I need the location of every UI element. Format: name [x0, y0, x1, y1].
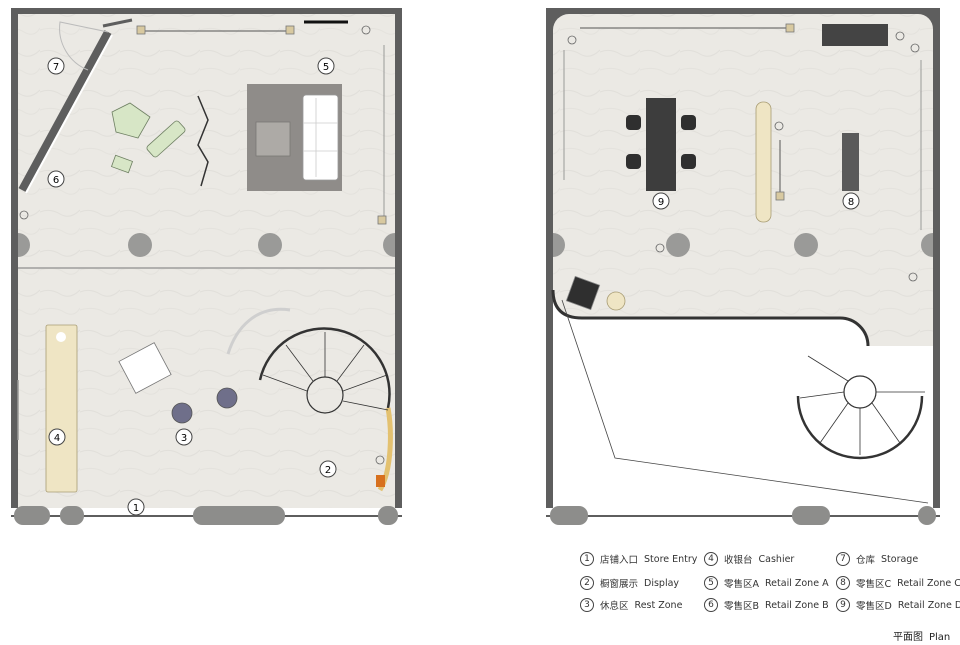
legend-label-zh: 仓库 [856, 555, 876, 566]
svg-text:2: 2 [325, 465, 331, 476]
stool [110, 154, 134, 174]
svg-text:4: 4 [54, 433, 60, 444]
legend-item-retail-zone-c: 8 零售区C Retail Zone C [836, 576, 960, 590]
legend-number: 5 [704, 576, 718, 590]
legend-number: 3 [580, 598, 594, 612]
svg-text:7: 7 [53, 62, 59, 73]
cashier-counter [45, 324, 78, 493]
legend-number: 9 [836, 598, 850, 612]
legend-label-en: Display [644, 577, 680, 589]
plan-caption-en: Plan [929, 632, 951, 643]
round-pouf [606, 291, 626, 311]
facade-pillar [792, 506, 830, 525]
wall-column [383, 233, 395, 257]
zone-markers: 1 2 3 4 5 6 7 8 9 [47, 57, 860, 516]
round-column [128, 233, 152, 257]
round-column [666, 233, 690, 257]
coffee-table [255, 121, 291, 157]
facade-pillar [918, 506, 936, 525]
marker-2: 2 [319, 460, 337, 478]
lounge-chair [111, 102, 151, 139]
marker-9: 9 [652, 192, 670, 210]
legend-item-retail-zone-b: 6 零售区B Retail Zone B [704, 598, 829, 612]
facade-pillar [14, 506, 50, 525]
legend-item-display: 2 橱窗展示 Display [580, 576, 679, 590]
legend-label-en: Retail Zone A [765, 577, 829, 589]
storage-cabinet [822, 24, 888, 46]
svg-text:8: 8 [848, 197, 854, 208]
sofa [302, 94, 339, 181]
void-outline [561, 299, 929, 504]
legend-label-zh: 零售区B [724, 601, 760, 612]
plan-legend: 1 店铺入口 Store Entry 2 橱窗展示 Display 3 休息区 … [580, 552, 960, 618]
display-plinth [842, 133, 859, 191]
chair-set [626, 115, 696, 169]
legend-number: 4 [704, 552, 718, 566]
legend-label-zh: 零售区C [856, 579, 892, 590]
round-pouf [171, 402, 193, 424]
legend-item-cashier: 4 收银台 Cashier [704, 552, 794, 566]
legend-label-en: Storage [881, 553, 919, 565]
legend-number: 8 [836, 576, 850, 590]
upper-floor-plan [546, 8, 940, 525]
svg-text:9: 9 [658, 197, 664, 208]
svg-text:5: 5 [323, 62, 329, 73]
legend-label-en: Retail Zone D [897, 599, 960, 611]
side-table [118, 342, 172, 394]
svg-text:3: 3 [181, 433, 187, 444]
legend-label-zh: 零售区D [856, 601, 892, 612]
marker-1: 1 [127, 498, 145, 516]
plan-caption-zh: 平面图 [893, 632, 923, 643]
marker-3: 3 [175, 428, 193, 446]
armchair [565, 275, 601, 311]
display-table [646, 98, 676, 191]
round-column [794, 233, 818, 257]
marker-7: 7 [47, 57, 65, 75]
legend-item-retail-zone-a: 5 零售区A Retail Zone A [704, 576, 829, 590]
display-counter [755, 101, 772, 223]
legend-item-rest-zone: 3 休息区 Rest Zone [580, 598, 682, 612]
legend-number: 7 [836, 552, 850, 566]
legend-label-en: Cashier [758, 553, 795, 565]
facade-pillar [193, 506, 285, 525]
legend-label-zh: 店铺入口 [600, 555, 639, 566]
legend-label-en: Retail Zone B [765, 599, 829, 611]
spiral-staircase [796, 355, 925, 460]
wall-column [921, 233, 933, 257]
legend-number: 6 [704, 598, 718, 612]
legend-label-en: Retail Zone C [897, 577, 960, 589]
ground-floor-plan [11, 8, 402, 525]
legend-label-zh: 橱窗展示 [600, 579, 639, 590]
bench [146, 120, 186, 158]
legend-label-zh: 零售区A [724, 579, 759, 590]
legend-label-zh: 收银台 [724, 555, 753, 566]
legend-item-retail-zone-d: 9 零售区D Retail Zone D [836, 598, 960, 612]
legend-item-storage: 7 仓库 Storage [836, 552, 918, 566]
marker-5: 5 [317, 57, 335, 75]
wall-column [18, 233, 30, 257]
marker-6: 6 [47, 170, 65, 188]
marker-4: 4 [48, 428, 66, 446]
round-column [258, 233, 282, 257]
facade-pillar [550, 506, 588, 525]
floor-void [553, 290, 933, 511]
round-pouf [216, 387, 238, 409]
marker-8: 8 [842, 192, 860, 210]
facade-pillar [60, 506, 84, 525]
wall-column [553, 233, 565, 257]
legend-number: 2 [580, 576, 594, 590]
plan-caption: 平面图 Plan [893, 628, 956, 643]
legend-label-en: Rest Zone [634, 599, 683, 611]
legend-label-en: Store Entry [644, 553, 698, 565]
svg-text:6: 6 [53, 175, 59, 186]
legend-item-store-entry: 1 店铺入口 Store Entry [580, 552, 697, 566]
legend-label-zh: 休息区 [600, 601, 629, 612]
svg-text:1: 1 [133, 503, 139, 514]
legend-number: 1 [580, 552, 594, 566]
facade-pillar [378, 506, 398, 525]
